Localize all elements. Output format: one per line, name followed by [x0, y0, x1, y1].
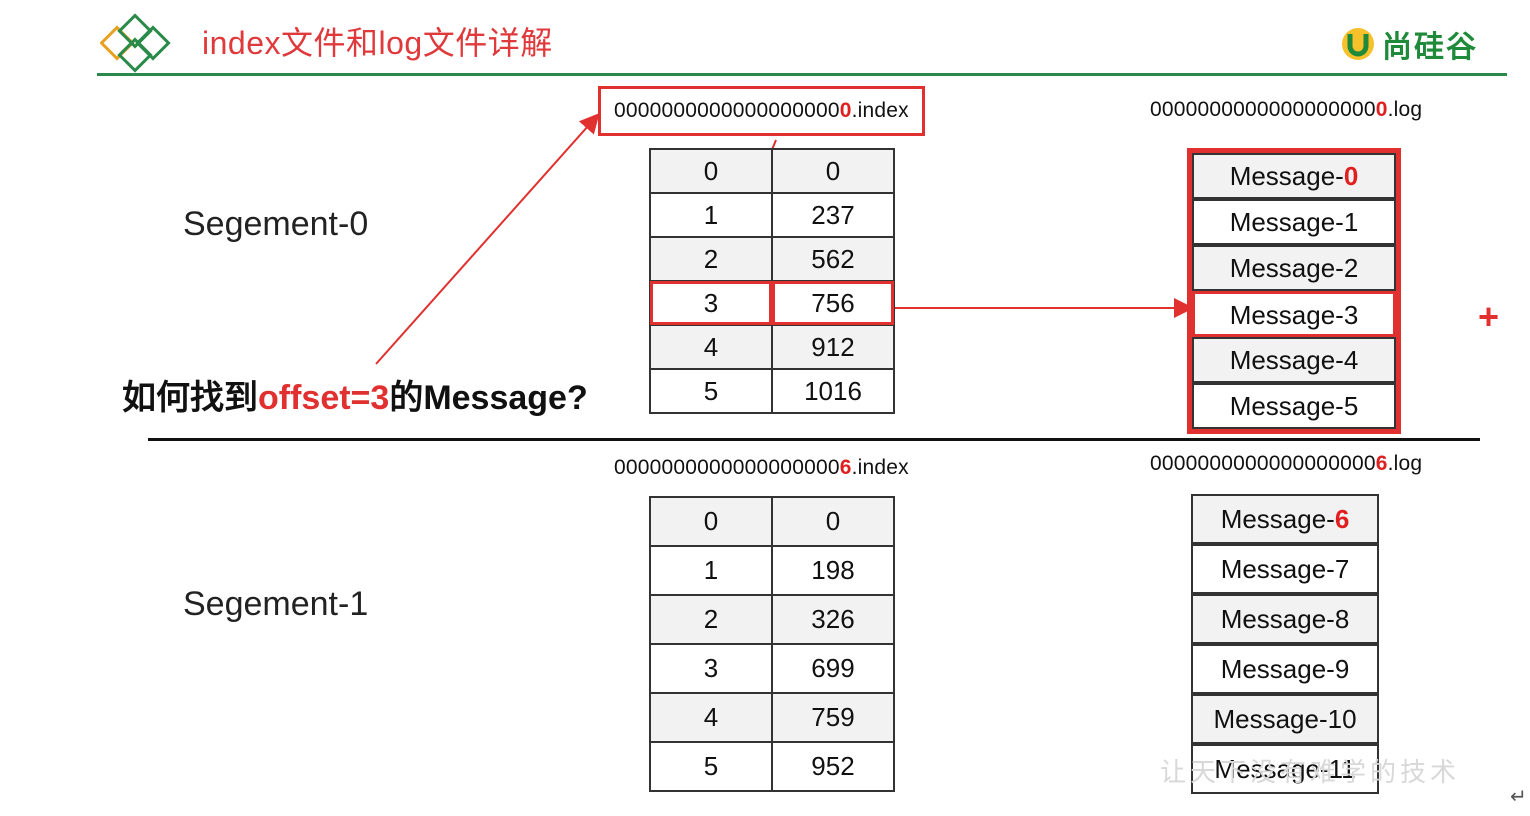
index-position-cell: 699 [771, 643, 895, 694]
watermark: 让天下没有难学的技术 [1160, 757, 1461, 787]
index-position-cell: 326 [771, 594, 895, 645]
log-message: Message-5 [1192, 383, 1396, 429]
index-offset-cell: 5 [649, 368, 773, 414]
index-position-cell: 759 [771, 692, 895, 743]
message-label: Message-8 [1220, 604, 1350, 634]
log-message: Message-9 [1191, 644, 1379, 694]
segment-0-label: Segement-0 [183, 205, 369, 243]
brand-name: 尚硅谷 [1382, 31, 1478, 64]
message-label: Message-9 [1220, 654, 1350, 684]
message-label: Message-3 [1229, 300, 1359, 330]
message-number: 6 [1334, 504, 1350, 534]
index-offset-cell: 0 [649, 496, 773, 547]
log-message: Message-3 [1192, 291, 1396, 337]
message-number: 0 [1343, 161, 1359, 191]
index-position-cell: 1016 [771, 368, 895, 414]
index-position-cell: 237 [771, 192, 895, 238]
header-rule [97, 73, 1507, 76]
page-title: index文件和log文件详解 [202, 25, 553, 61]
question-text: 如何找到offset=3的Message? [122, 379, 588, 417]
index-offset-cell: 4 [649, 692, 773, 743]
message-label: Message-2 [1229, 253, 1359, 283]
plus-icon: + [1478, 296, 1500, 337]
index-position-cell: 0 [771, 148, 895, 194]
index-offset-cell: 3 [649, 280, 773, 326]
message-label: Message-5 [1229, 391, 1359, 421]
index-offset-cell: 1 [649, 192, 773, 238]
arrow-question-to-index [375, 113, 600, 365]
index-offset-cell: 1 [649, 545, 773, 596]
message-label: Message- [1220, 504, 1335, 534]
segment-0-index-filename: 00000000000000000000.index [598, 86, 925, 136]
company-logo-icon [100, 13, 171, 73]
log-message: Message-10 [1191, 694, 1379, 744]
message-label: Message-4 [1229, 345, 1359, 375]
segment-0-log-filename: 00000000000000000000.log [1150, 98, 1423, 121]
log-message: Message-8 [1191, 594, 1379, 644]
index-offset-cell: 5 [649, 741, 773, 792]
index-offset-cell: 2 [649, 236, 773, 282]
brand-u-icon [1342, 28, 1374, 60]
segment-divider [148, 438, 1480, 441]
index-position-cell: 562 [771, 236, 895, 282]
segment-1-label: Segement-1 [183, 585, 369, 623]
log-message: Message-4 [1192, 337, 1396, 383]
log-message: Message-7 [1191, 544, 1379, 594]
index-offset-cell: 3 [649, 643, 773, 694]
message-label: Message-10 [1213, 704, 1357, 734]
index-position-cell: 952 [771, 741, 895, 792]
log-message: Message-6 [1191, 494, 1379, 544]
message-label: Message- [1229, 161, 1344, 191]
brand: 尚硅谷 [1340, 24, 1478, 64]
segment-1-log-filename: 00000000000000000006.log [1150, 452, 1423, 475]
log-message: Message-0 [1192, 153, 1396, 199]
log-message: Message-1 [1192, 199, 1396, 245]
log-message: Message-2 [1192, 245, 1396, 291]
index-offset-cell: 4 [649, 324, 773, 370]
message-label: Message-1 [1229, 207, 1359, 237]
log-message: Message-11 [1191, 744, 1379, 794]
index-position-cell: 756 [771, 280, 895, 326]
index-position-cell: 198 [771, 545, 895, 596]
message-label: Message-11 [1214, 754, 1356, 784]
index-offset-cell: 2 [649, 594, 773, 645]
index-offset-cell: 0 [649, 148, 773, 194]
return-icon: ↵ [1510, 786, 1527, 808]
message-label: Message-7 [1220, 554, 1350, 584]
index-position-cell: 912 [771, 324, 895, 370]
index-position-cell: 0 [771, 496, 895, 547]
segment-1-index-filename: 00000000000000000006.index [614, 456, 909, 479]
